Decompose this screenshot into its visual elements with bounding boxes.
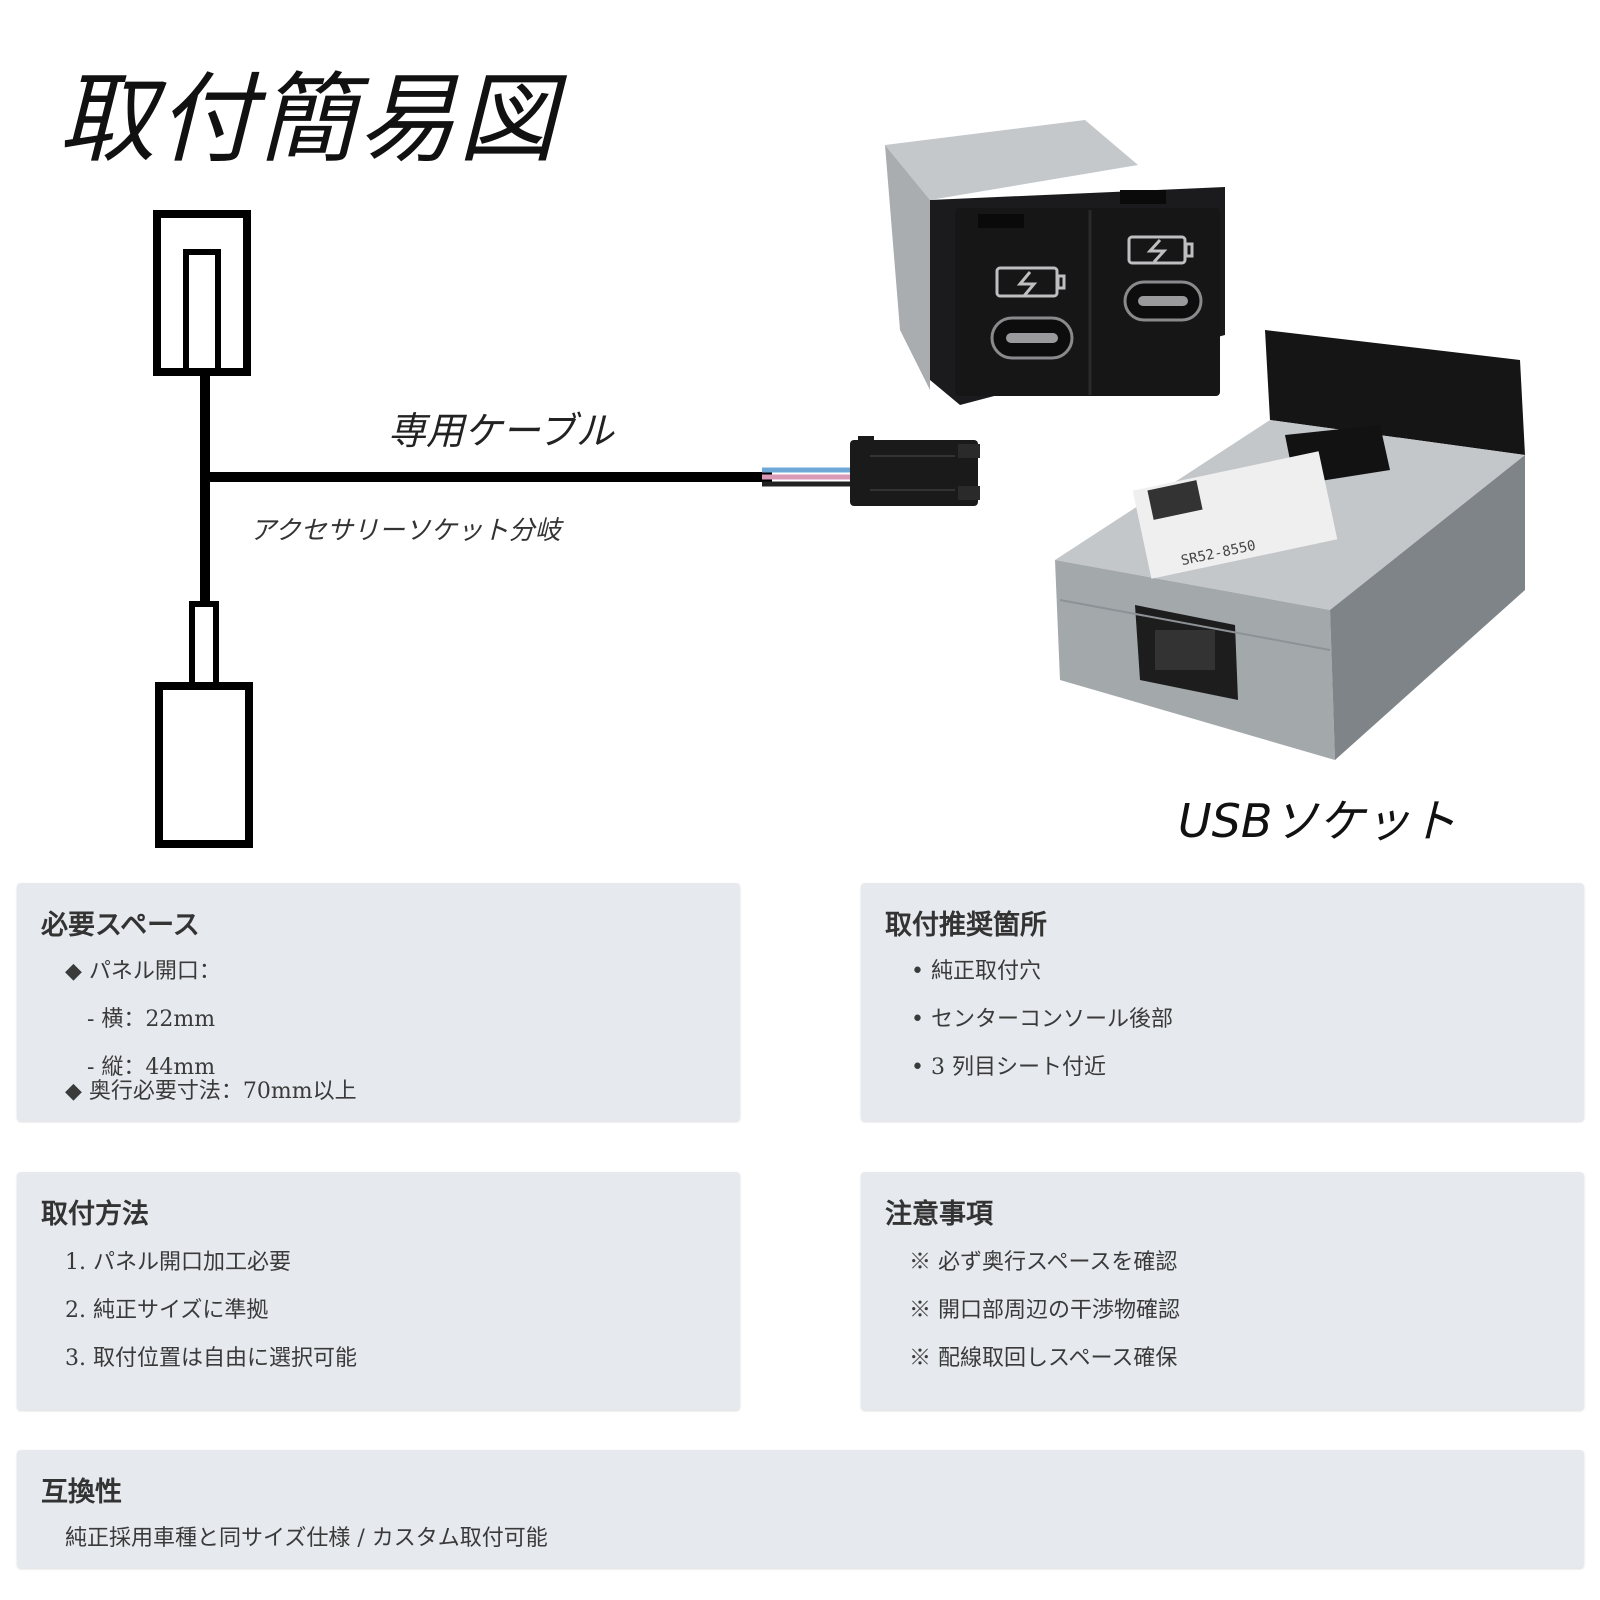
usb-socket-rear-view: SR52-8550 — [1055, 330, 1525, 760]
card-recommended-location: 取付推奨箇所 • 純正取付穴 • センターコンソール後部 • 3 列目シート付近 — [861, 883, 1584, 1121]
card-line: 1. パネル開口加工必要 — [65, 1250, 291, 1275]
wiring-diagram: SR52-8550 — [153, 120, 1525, 848]
battery-charge-icon — [1127, 235, 1194, 265]
card-line: ◆ パネル開口： — [65, 959, 221, 984]
page-title: 取付簡易図 — [58, 63, 559, 177]
card-line: 3. 取付位置は自由に選択可能 — [65, 1346, 357, 1371]
card-line: • 純正取付穴 — [911, 959, 1041, 984]
usb-socket-front-view — [885, 120, 1225, 405]
card-line: ※ 必ず奥行スペースを確認 — [909, 1250, 1178, 1275]
card-heading: 取付推奨箇所 — [885, 910, 1047, 941]
card-heading: 互換性 — [41, 1477, 122, 1508]
usb-c-port-icon — [990, 316, 1074, 360]
card-line: ※ 配線取回しスペース確保 — [909, 1346, 1178, 1371]
card-line: • 3 列目シート付近 — [911, 1055, 1106, 1080]
bottom-connector-outer — [155, 682, 253, 848]
card-heading: 必要スペース — [41, 910, 200, 941]
card-line: • センターコンソール後部 — [911, 1007, 1173, 1032]
card-line: - 横：22mm — [87, 1007, 216, 1032]
bottom-connector-neck — [189, 601, 219, 689]
cable-label: 専用ケーブル — [388, 409, 614, 453]
card-line: 純正採用車種と同サイズ仕様 / カスタム取付可能 — [65, 1526, 548, 1551]
branch-label: アクセサリーソケット分岐 — [250, 516, 561, 546]
card-heading: 取付方法 — [41, 1199, 149, 1230]
card-required-space: 必要スペース ◆ パネル開口： - 横：22mm - 縦：44mm ◆ 奥行必要… — [17, 883, 740, 1121]
card-line: - 縦：44mm — [87, 1055, 216, 1080]
card-line: ※ 開口部周辺の干渉物確認 — [909, 1298, 1180, 1323]
card-line: ◆ 奥行必要寸法：70mm以上 — [65, 1079, 357, 1104]
top-connector-inner — [183, 249, 221, 375]
usb-c-port-icon — [1123, 280, 1203, 322]
card-heading: 注意事項 — [885, 1199, 993, 1230]
card-line: 2. 純正サイズに準拠 — [65, 1298, 269, 1323]
card-install-method: 取付方法 1. パネル開口加工必要 2. 純正サイズに準拠 3. 取付位置は自由… — [17, 1172, 740, 1410]
product-label: USBソケット — [1178, 794, 1457, 848]
battery-charge-icon — [995, 266, 1066, 298]
top-connector-outer — [153, 210, 251, 376]
card-cautions: 注意事項 ※ 必ず奥行スペースを確認 ※ 開口部周辺の干渉物確認 ※ 配線取回し… — [861, 1172, 1584, 1410]
card-compatibility: 互換性 純正採用車種と同サイズ仕様 / カスタム取付可能 — [17, 1450, 1584, 1568]
